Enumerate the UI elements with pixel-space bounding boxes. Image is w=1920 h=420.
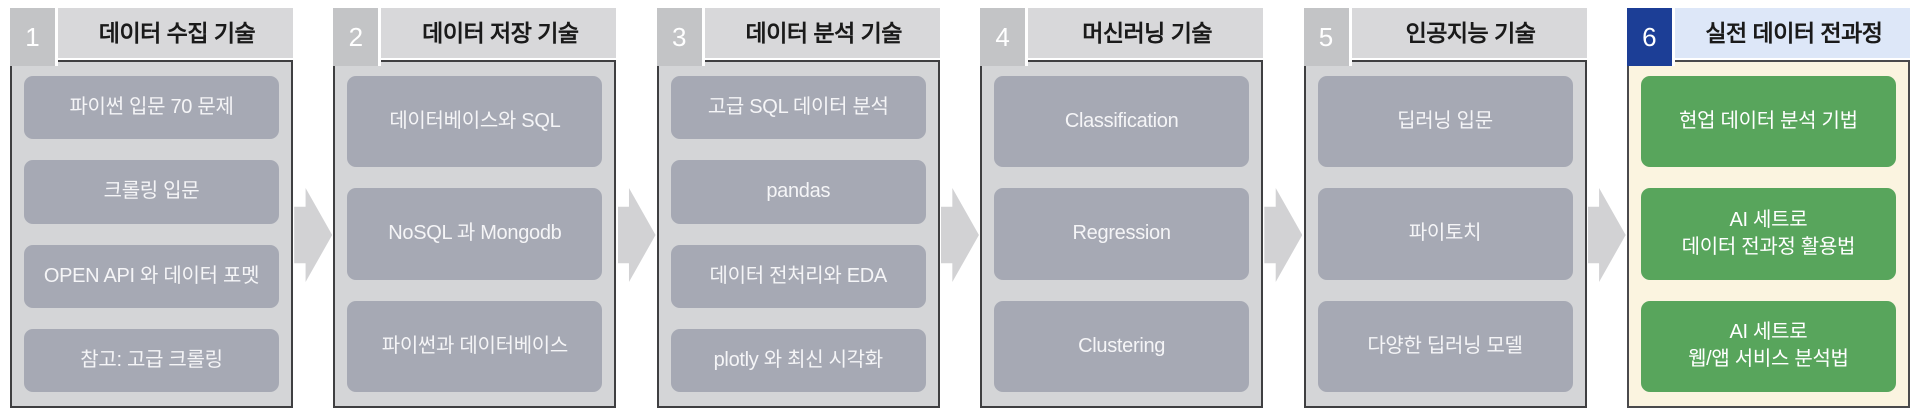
course-item[interactable]: 데이터 전처리와 EDA — [670, 244, 926, 308]
stage-body: 현업 데이터 분석 기법 AI 세트로 데이터 전과정 활용법 AI 세트로 웹/앱… — [1626, 60, 1910, 408]
course-item[interactable]: plotly 와 최신 시각화 — [670, 328, 926, 392]
stage-header: 5 인공지능 기술 — [1303, 8, 1587, 66]
course-item[interactable]: AI 세트로 데이터 전과정 활용법 — [1640, 188, 1896, 280]
stage-number-badge: 4 — [980, 8, 1029, 66]
course-item[interactable]: OPEN API 와 데이터 포멧 — [24, 244, 279, 308]
stage-column: 2 데이터 저장 기술 데이터베이스와 SQL NoSQL 과 Mongodb 파이… — [333, 8, 617, 408]
stage-title: 머신러닝 기술 — [1082, 20, 1213, 46]
stage-header: 4 머신러닝 기술 — [980, 8, 1264, 66]
stage-number-badge: 1 — [10, 8, 58, 66]
stage-number-badge: 3 — [656, 8, 705, 66]
stage-number: 5 — [1318, 21, 1334, 52]
course-item[interactable]: 데이터베이스와 SQL — [347, 76, 603, 168]
course-item[interactable]: 다양한 딥러닝 모델 — [1317, 300, 1573, 392]
arrow-right-icon — [1264, 188, 1303, 282]
stage-number: 2 — [348, 21, 364, 52]
course-item[interactable]: NoSQL 과 Mongodb — [347, 188, 603, 280]
arrow-right-icon — [940, 188, 979, 282]
arrow-right-icon — [1587, 188, 1626, 282]
stage-number: 4 — [995, 21, 1010, 52]
course-item[interactable]: Regression — [994, 188, 1250, 280]
stage-title: 데이터 저장 기술 — [422, 20, 579, 46]
stage-title: 데이터 수집 기술 — [98, 20, 256, 46]
course-item[interactable]: pandas — [670, 160, 926, 224]
stage-column: 3 데이터 분석 기술 고급 SQL 데이터 분석 pandas 데이터 전처리와 … — [656, 8, 940, 408]
stage-title: 인공지능 기술 — [1405, 20, 1536, 46]
stage-header: 2 데이터 저장 기술 — [333, 8, 617, 66]
stage-number: 6 — [1642, 21, 1657, 52]
stage-header: 6 실전 데이터 전과정 — [1626, 8, 1910, 66]
course-item[interactable]: 크롤링 입문 — [24, 160, 279, 224]
course-item[interactable]: Clustering — [994, 300, 1250, 392]
stage-number-badge: 2 — [333, 8, 382, 66]
arrow-right-icon — [294, 188, 333, 282]
course-item[interactable]: 파이썬 입문 70 문제 — [24, 76, 279, 140]
course-item[interactable]: 참고: 고급 크롤링 — [24, 328, 279, 392]
course-item[interactable]: 고급 SQL 데이터 분석 — [670, 76, 926, 140]
arrow-right-icon — [617, 188, 656, 282]
stage-body: 데이터베이스와 SQL NoSQL 과 Mongodb 파이썬과 데이터베이스 — [333, 60, 617, 408]
stage-number: 3 — [672, 21, 687, 52]
stage-body: 고급 SQL 데이터 분석 pandas 데이터 전처리와 EDA plotly 와 … — [656, 60, 940, 408]
course-item[interactable]: Classification — [994, 76, 1250, 168]
stage-header: 1 데이터 수집 기술 — [10, 8, 293, 66]
course-item[interactable]: 현업 데이터 분석 기법 — [1640, 76, 1896, 168]
stage-title: 실전 데이터 전과정 — [1705, 20, 1883, 46]
stage-number: 1 — [25, 21, 40, 52]
stage-number-badge: 5 — [1303, 8, 1352, 66]
course-item[interactable]: AI 세트로 웹/앱 서비스 분석법 — [1640, 300, 1896, 392]
course-item[interactable]: 파이썬과 데이터베이스 — [347, 300, 603, 392]
stage-header: 3 데이터 분석 기술 — [656, 8, 940, 66]
stage-title: 데이터 분석 기술 — [745, 20, 903, 46]
stage-column: 6 실전 데이터 전과정 현업 데이터 분석 기법 AI 세트로 데이터 전과정 … — [1626, 8, 1910, 408]
course-item[interactable]: 파이토치 — [1317, 188, 1573, 280]
course-item[interactable]: 딥러닝 입문 — [1317, 76, 1573, 168]
stage-number-badge: 6 — [1626, 8, 1675, 66]
